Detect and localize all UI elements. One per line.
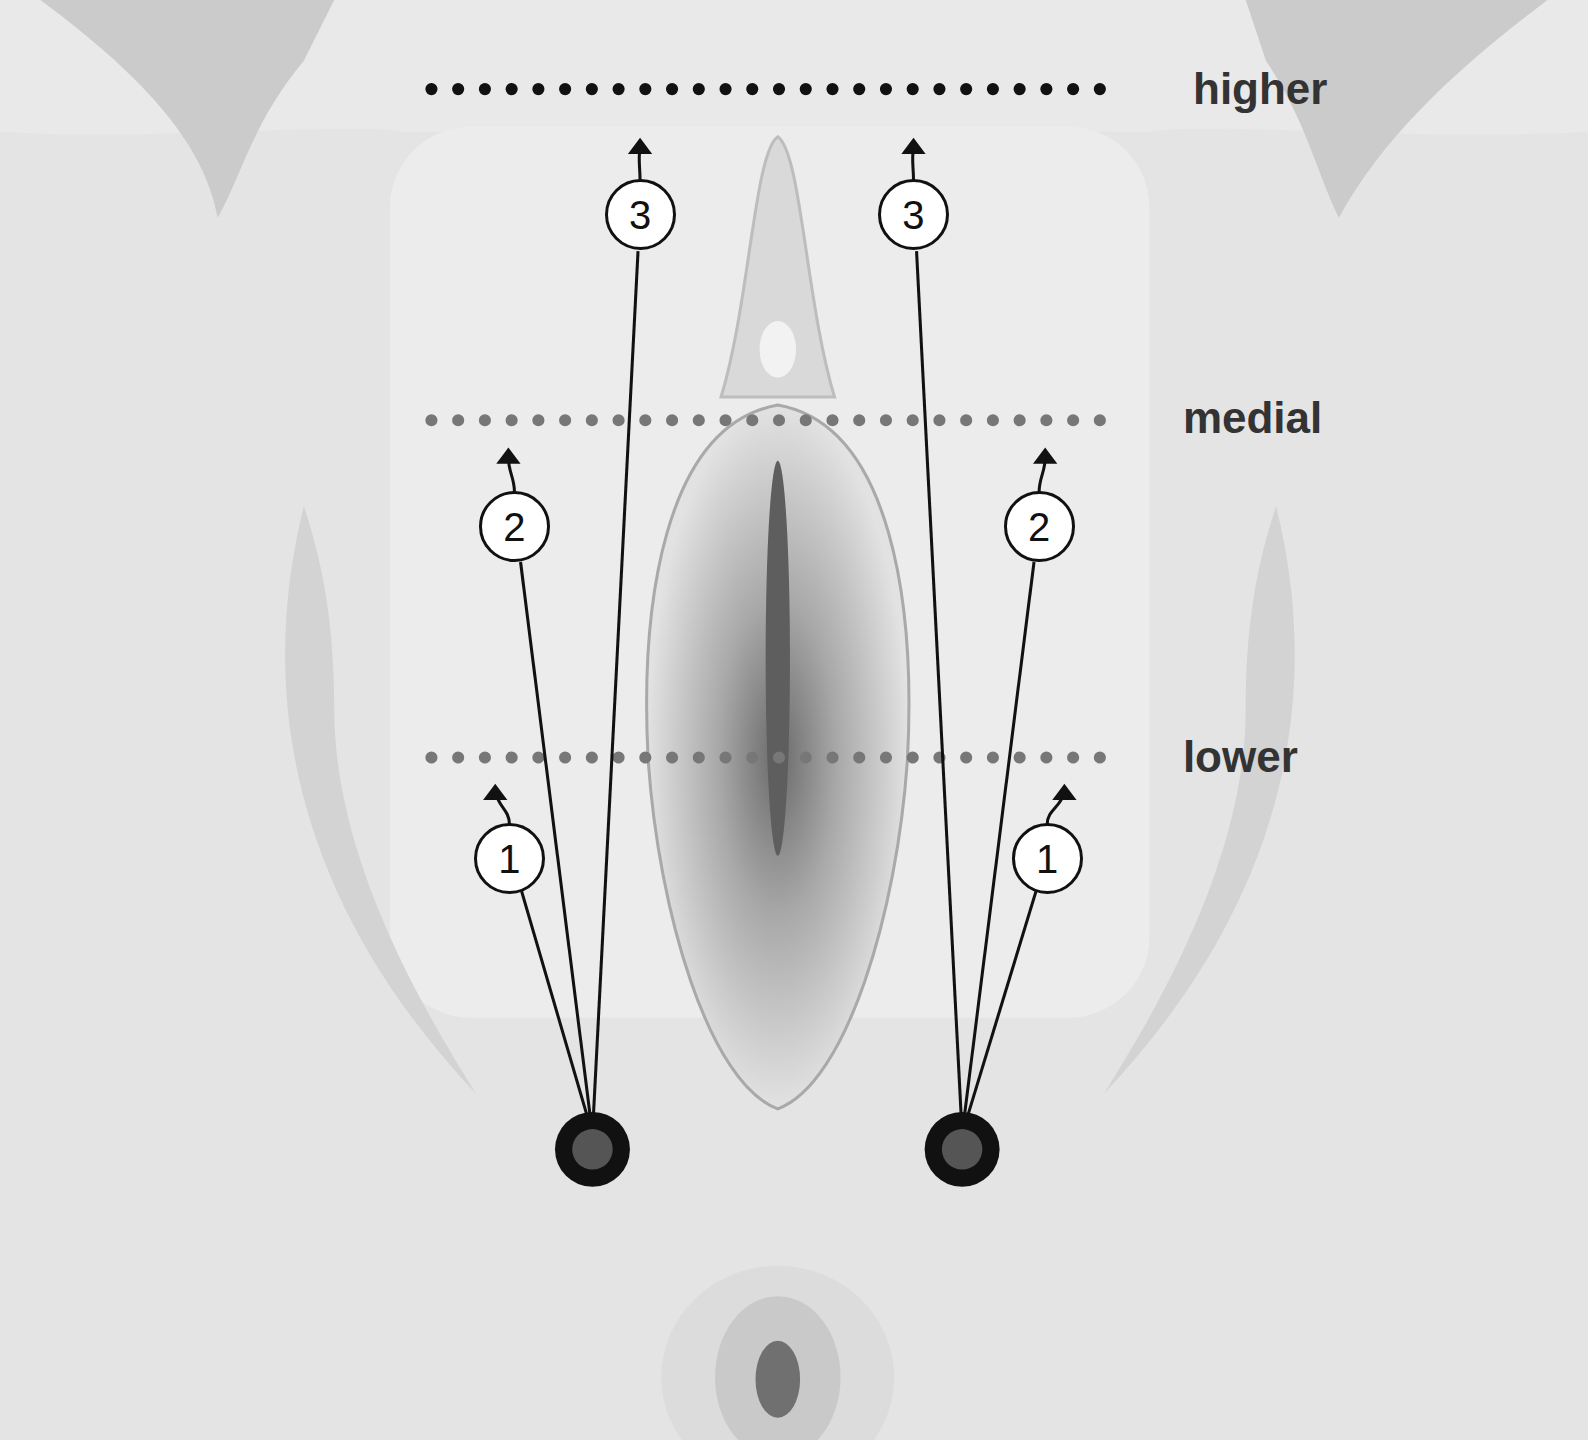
needle-paths bbox=[496, 148, 1063, 1134]
callout-circle: 3 bbox=[878, 179, 949, 250]
dotted-level-line bbox=[431, 83, 1126, 95]
callout-circle: 3 bbox=[605, 179, 676, 250]
callout-number: 1 bbox=[498, 839, 520, 879]
arrowhead bbox=[628, 138, 652, 154]
callout-circle: 2 bbox=[479, 491, 550, 562]
arrowhead bbox=[496, 448, 520, 464]
callout-circle: 1 bbox=[474, 823, 545, 894]
arrowhead bbox=[901, 138, 925, 154]
clitoral-hood bbox=[721, 137, 834, 397]
arrowhead bbox=[1052, 784, 1076, 800]
glans bbox=[760, 321, 796, 378]
needle-path bbox=[962, 891, 1036, 1134]
callout-number: 2 bbox=[1028, 507, 1050, 547]
groin-crease bbox=[41, 0, 335, 218]
vaginal-opening bbox=[766, 461, 790, 856]
injection-point bbox=[925, 1112, 1000, 1187]
dotted-level-line bbox=[431, 751, 1126, 763]
arrowhead bbox=[1033, 448, 1057, 464]
needle-path bbox=[917, 251, 963, 1134]
anus-outer bbox=[661, 1266, 894, 1440]
callout-circle: 1 bbox=[1012, 823, 1083, 894]
anus-middle bbox=[715, 1296, 841, 1440]
callout-circle: 2 bbox=[1004, 491, 1075, 562]
arrowheads bbox=[483, 138, 1076, 800]
injection-point bbox=[555, 1112, 630, 1187]
needle-path bbox=[522, 891, 593, 1134]
level-label: higher bbox=[1193, 65, 1327, 113]
needle-path bbox=[592, 251, 638, 1134]
thigh-fold bbox=[285, 506, 476, 1093]
callout-number: 1 bbox=[1036, 839, 1058, 879]
injection-point-core bbox=[942, 1129, 983, 1170]
level-label: medial bbox=[1183, 394, 1322, 442]
dotted-level-line bbox=[431, 414, 1126, 426]
callout-number: 3 bbox=[629, 195, 651, 235]
arrowhead bbox=[483, 784, 507, 800]
injection-point-core bbox=[572, 1129, 613, 1170]
level-label: lower bbox=[1183, 733, 1298, 781]
callout-number: 2 bbox=[503, 507, 525, 547]
callout-number: 3 bbox=[902, 195, 924, 235]
anus bbox=[756, 1341, 801, 1418]
thigh-fold bbox=[1104, 506, 1295, 1093]
